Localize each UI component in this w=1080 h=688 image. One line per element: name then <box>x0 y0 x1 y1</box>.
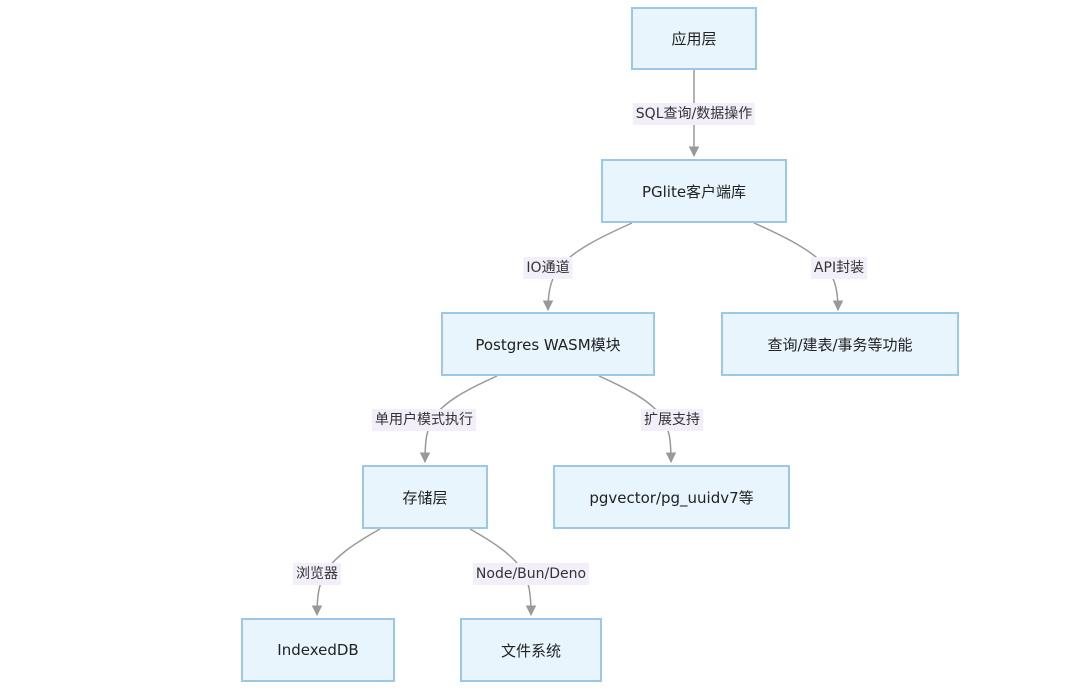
node-file-system: 文件系统 <box>460 618 602 682</box>
edge-label-api-wrapper: API封装 <box>810 257 868 279</box>
edge-label-extension-support: 扩展支持 <box>641 409 703 431</box>
edge-label-single-user-mode: 单用户模式执行 <box>372 409 476 431</box>
node-application-layer: 应用层 <box>631 7 757 70</box>
edge-label-node-bun-deno: Node/Bun/Deno <box>472 563 590 585</box>
node-indexeddb: IndexedDB <box>241 618 395 682</box>
node-query-features: 查询/建表/事务等功能 <box>721 312 959 376</box>
node-extensions: pgvector/pg_uuidv7等 <box>553 465 790 529</box>
node-pglite-client: PGlite客户端库 <box>601 159 787 223</box>
node-storage-layer: 存储层 <box>362 465 488 529</box>
edge-label-sql-query: SQL查询/数据操作 <box>632 103 756 125</box>
edge-label-io-channel: IO通道 <box>523 257 573 279</box>
node-postgres-wasm: Postgres WASM模块 <box>441 312 655 376</box>
edge-label-browser: 浏览器 <box>293 563 341 585</box>
